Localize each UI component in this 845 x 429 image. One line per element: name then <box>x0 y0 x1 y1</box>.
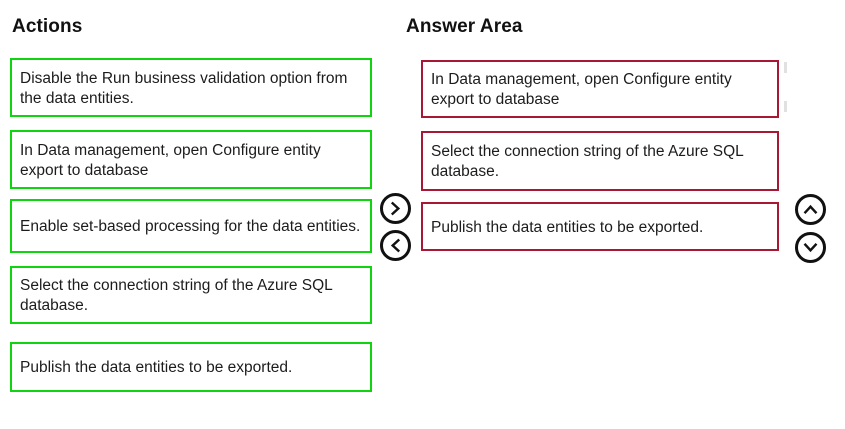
move-up-button[interactable] <box>795 194 826 225</box>
chevron-right-icon <box>388 201 403 216</box>
answer-item-label: Select the connection string of the Azur… <box>431 143 744 180</box>
answer-item[interactable]: Publish the data entities to be exported… <box>421 202 779 251</box>
action-item-label: Disable the Run business validation opti… <box>20 69 348 107</box>
answer-item[interactable]: In Data management, open Configure entit… <box>421 60 779 118</box>
move-right-button[interactable] <box>380 193 411 224</box>
chevron-up-icon <box>803 202 818 217</box>
action-item[interactable]: Publish the data entities to be exported… <box>10 342 372 392</box>
move-left-button[interactable] <box>380 230 411 261</box>
action-item[interactable]: Disable the Run business validation opti… <box>10 58 372 117</box>
actions-heading: Actions <box>12 16 83 37</box>
chevron-down-icon <box>803 240 818 255</box>
action-item-label: In Data management, open Configure entit… <box>20 141 321 179</box>
chevron-left-icon <box>388 238 403 253</box>
answer-item-label: In Data management, open Configure entit… <box>431 71 732 108</box>
answer-item-label: Publish the data entities to be exported… <box>431 218 704 236</box>
action-item[interactable]: Enable set-based processing for the data… <box>10 199 372 253</box>
action-item-label: Select the connection string of the Azur… <box>20 277 333 314</box>
action-item[interactable]: Select the connection string of the Azur… <box>10 266 372 324</box>
move-down-button[interactable] <box>795 232 826 263</box>
scrollbar-artifact <box>784 62 787 73</box>
answer-area-heading: Answer Area <box>406 16 523 37</box>
action-item[interactable]: In Data management, open Configure entit… <box>10 130 372 189</box>
action-item-label: Publish the data entities to be exported… <box>20 359 293 376</box>
answer-item[interactable]: Select the connection string of the Azur… <box>421 131 779 191</box>
action-item-label: Enable set-based processing for the data… <box>20 218 361 235</box>
scrollbar-artifact <box>784 101 787 112</box>
